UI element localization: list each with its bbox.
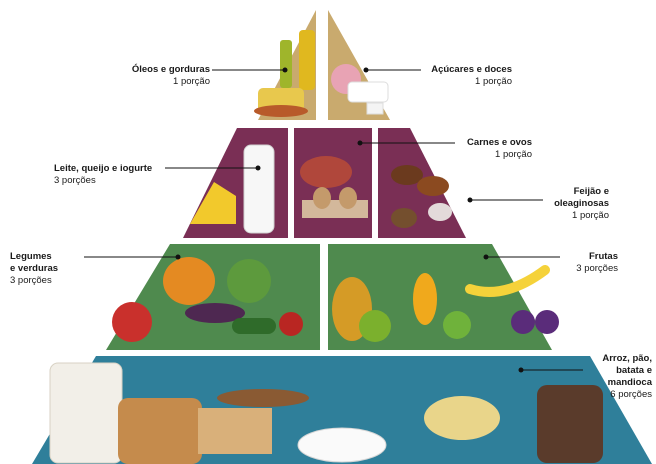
label-leite-portions: 3 porções [54, 175, 174, 187]
label-frutas: Frutas 3 porções [558, 251, 618, 275]
label-arroz-portions: 6 porções [584, 389, 652, 401]
label-carnes: Carnes e ovos 1 porção [455, 137, 532, 161]
label-carnes-portions: 1 porção [455, 149, 532, 161]
label-feijao-portions: 1 porção [535, 210, 609, 222]
label-feijao-title-1: Feijão e [535, 186, 609, 198]
label-oleos-title: Óleos e gorduras [98, 64, 210, 76]
label-arroz-title-2: batata e [584, 365, 652, 377]
label-oleos: Óleos e gorduras 1 porção [98, 64, 210, 88]
label-arroz-title-1: Arroz, pão, [584, 353, 652, 365]
label-feijao: Feijão e oleaginosas 1 porção [535, 186, 609, 222]
label-frutas-title: Frutas [558, 251, 618, 263]
label-carnes-title: Carnes e ovos [455, 137, 532, 149]
label-arroz-title-3: mandioca [584, 377, 652, 389]
label-leite: Leite, queijo e iogurte 3 porções [54, 163, 174, 187]
label-acucares: Açúcares e doces 1 porção [420, 64, 512, 88]
label-arroz: Arroz, pão, batata e mandioca 6 porções [584, 353, 652, 401]
label-acucares-title: Açúcares e doces [420, 64, 512, 76]
label-oleos-portions: 1 porção [98, 76, 210, 88]
label-feijao-title-2: oleaginosas [535, 198, 609, 210]
label-frutas-portions: 3 porções [558, 263, 618, 275]
label-legumes: Legumes e verduras 3 porções [10, 251, 84, 287]
label-legumes-title-1: Legumes [10, 251, 84, 263]
label-legumes-portions: 3 porções [10, 275, 84, 287]
label-legumes-title-2: e verduras [10, 263, 84, 275]
label-leite-title: Leite, queijo e iogurte [54, 163, 174, 175]
label-acucares-portions: 1 porção [420, 76, 512, 88]
